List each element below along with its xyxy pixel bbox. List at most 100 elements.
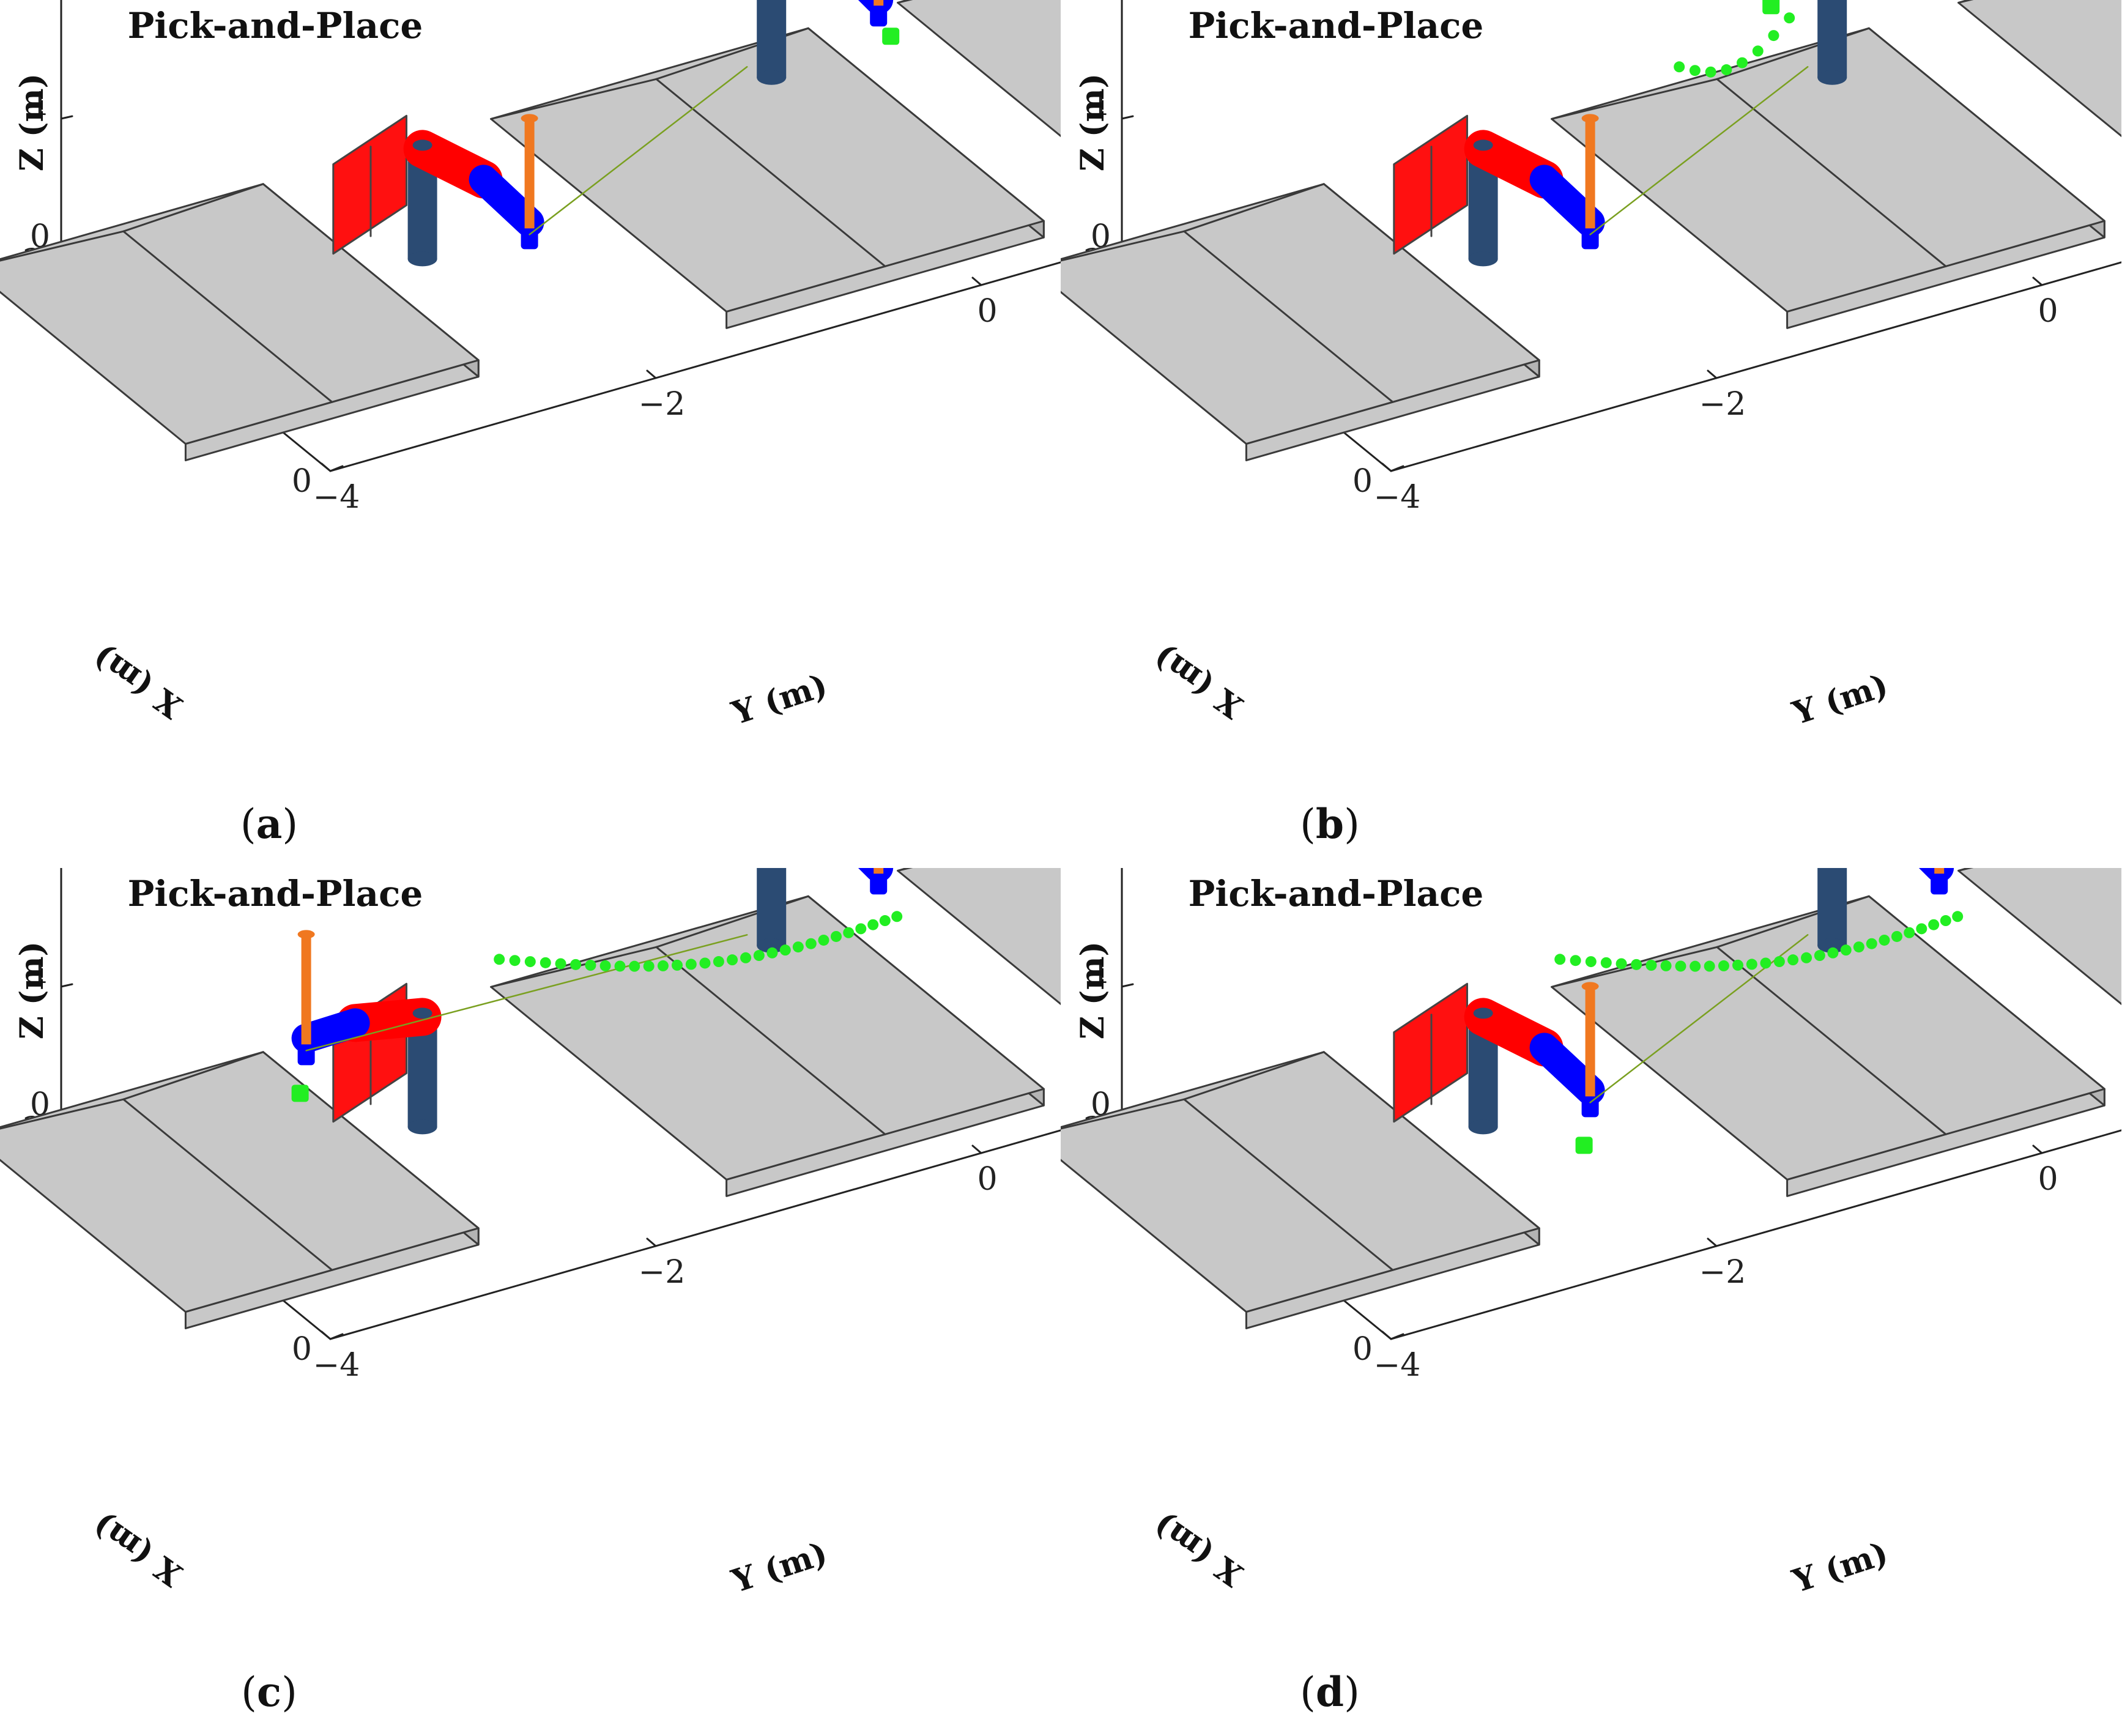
trajectory-point	[540, 957, 551, 968]
y-axis	[329, 1129, 1061, 1340]
trajectory	[1674, 12, 1795, 78]
table-left-fold	[1183, 1098, 1394, 1271]
panel-caption: (d)	[1300, 1668, 1360, 1716]
work-piece	[1575, 1137, 1593, 1154]
y-tick-mark	[321, 462, 332, 472]
robot-right-arm-tool	[870, 874, 888, 895]
trajectory-point	[818, 934, 829, 946]
robot-right-column-body	[1817, 0, 1847, 78]
robot-right-arm-tool	[870, 6, 888, 27]
chart-title: Pick-and-Place	[128, 873, 423, 914]
x-tick-mark	[329, 1333, 344, 1340]
table-left-top	[0, 183, 480, 445]
fence	[1393, 114, 1468, 255]
scene	[0, 0, 1061, 462]
y-tick-mark	[646, 1237, 657, 1247]
trajectory-point	[685, 959, 697, 970]
z-axis-label: Z (m)	[13, 73, 51, 171]
robot-right-column	[1817, 868, 1847, 953]
trajectory-point	[1928, 919, 1940, 930]
trajectory-point	[1600, 957, 1612, 968]
table-left	[0, 183, 480, 462]
robot-right-column-body	[1817, 868, 1847, 946]
table-middle-fold	[1716, 946, 1947, 1135]
table-right	[1957, 0, 2121, 138]
panel-caption-letter: b	[1316, 800, 1344, 848]
trajectory-point	[1814, 950, 1825, 962]
trajectory-point	[1904, 927, 1915, 938]
robot-left-arm	[1464, 982, 1605, 1118]
table-left-fold-left	[1061, 1098, 1185, 1130]
trajectory-point	[830, 930, 842, 942]
robot-right-arm-tool	[1931, 874, 1948, 895]
table-left	[1061, 183, 1540, 462]
trajectory-point	[1746, 959, 1757, 970]
cable-line	[1589, 66, 1809, 236]
robot-left-arm-tool	[1581, 228, 1599, 250]
trajectory-point	[671, 959, 683, 971]
trajectory-point	[1675, 960, 1686, 972]
y-tick-label: −4	[1374, 1347, 1421, 1384]
trajectory-point	[1840, 944, 1852, 956]
trajectory-point	[555, 958, 566, 970]
robot-left-arm-hub	[412, 139, 432, 151]
table-left-top	[1061, 1051, 1540, 1313]
y-tick-label: −2	[1699, 386, 1746, 423]
table-left-fold-right	[1183, 183, 1325, 232]
z-axis-label: Z (m)	[1074, 73, 1111, 171]
y-tick-mark	[1381, 1330, 1392, 1340]
robot-left-arm-spindle	[1585, 986, 1595, 1103]
robot-left-arm-spindle-cap	[521, 114, 538, 123]
trajectory-point	[1718, 960, 1729, 971]
robot-left-arm-link2	[291, 1008, 370, 1053]
robot-left-arm-hub	[1473, 1007, 1493, 1019]
y-tick-label: −2	[1699, 1254, 1746, 1291]
panel-d: Pick-and-Place012−2−10−4−202Z (m)X (m)Y …	[1061, 868, 2121, 1736]
trajectory-point	[1853, 941, 1864, 953]
trajectory-point	[779, 944, 791, 956]
fence	[1393, 982, 1468, 1123]
trajectory-point	[614, 960, 626, 972]
robot-left-arm-tool	[521, 228, 538, 250]
y-tick-label: 0	[2038, 1161, 2058, 1198]
trajectory-point	[1784, 12, 1795, 24]
trajectory-point	[753, 950, 765, 962]
trajectory-point	[1554, 954, 1566, 965]
table-left-fold-left	[0, 230, 125, 262]
trajectory-point	[629, 960, 640, 972]
y-tick-label: −2	[639, 1254, 686, 1291]
work-piece	[291, 1085, 309, 1102]
z-tick-mark	[1121, 983, 1134, 988]
table-left-fold-left	[1061, 230, 1185, 262]
trajectory-point	[1631, 959, 1642, 970]
y-tick-label: −4	[313, 1347, 360, 1384]
z-tick-label: 1	[1091, 954, 1111, 991]
trajectory-point	[855, 923, 867, 935]
table-left-fold	[1183, 230, 1394, 403]
table-left-fold-right	[1183, 1051, 1325, 1100]
y-axis-label: Y (m)	[727, 667, 831, 733]
table-right	[897, 868, 1061, 1006]
table-middle	[1551, 27, 2105, 329]
robot-right-column-base	[757, 70, 787, 85]
panel-caption: (c)	[241, 1668, 297, 1716]
work-piece	[1762, 0, 1780, 15]
y-tick-label: 0	[2038, 293, 2058, 330]
trajectory-point	[1585, 956, 1597, 968]
robot-left-arm-spindle	[301, 934, 311, 1051]
table-middle-fold	[1716, 78, 1947, 267]
robot-right-column-body	[757, 0, 787, 78]
robot-left-column-base	[1468, 1119, 1498, 1135]
trajectory	[1554, 911, 1964, 972]
panel-a: Pick-and-Place012−2−10−4−202Z (m)X (m)Y …	[0, 0, 1061, 868]
trajectory-point	[1752, 45, 1764, 57]
trajectory-point	[1690, 960, 1701, 972]
robot-left-arm-spindle	[524, 118, 535, 235]
x-axis-label: X (m)	[86, 638, 189, 725]
chart-title: Pick-and-Place	[128, 5, 423, 46]
x-axis-label: X (m)	[1147, 1506, 1250, 1593]
table-middle-fold-left	[490, 78, 658, 120]
table-middle-fold	[655, 946, 886, 1135]
trajectory-point	[740, 952, 752, 963]
